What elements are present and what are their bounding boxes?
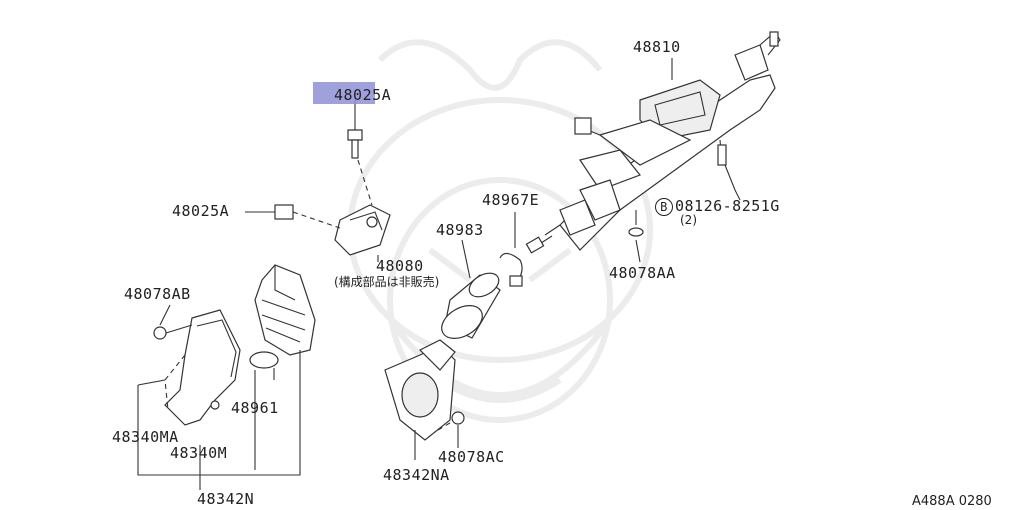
label-48078aa[interactable]: 48078AA	[609, 264, 676, 282]
label-48078ab[interactable]: 48078AB	[124, 285, 191, 303]
label-48080[interactable]: 48080	[376, 257, 424, 275]
boot-48983	[441, 212, 523, 339]
leader-lines	[137, 58, 673, 490]
label-08126-text: 08126-8251G	[675, 197, 780, 215]
highlight-48025a	[313, 82, 375, 104]
label-48025a-left[interactable]: 48025A	[172, 202, 230, 220]
hole-cover	[153, 309, 241, 426]
label-48342n[interactable]: 48342N	[197, 490, 255, 508]
label-48340ma[interactable]: 48340MA	[112, 428, 179, 446]
label-48025a-top[interactable]: 48025A	[334, 86, 392, 104]
label-48961[interactable]: 48961	[231, 399, 279, 417]
watermark-emblem	[347, 39, 653, 423]
label-48983[interactable]: 48983	[436, 221, 484, 239]
dash-seal	[384, 339, 465, 460]
circled-b-marker: B	[655, 198, 673, 216]
label-08126-qty: (2)	[680, 213, 697, 227]
universal-joint	[245, 100, 391, 256]
label-48967e[interactable]: 48967E	[482, 191, 540, 209]
label-48078ac[interactable]: 48078AC	[438, 448, 505, 466]
label-48080-note: (構成部品は非販売)	[334, 275, 440, 289]
steering-column	[525, 31, 781, 263]
diagram-code: A488A 0280	[912, 494, 992, 509]
label-48342na[interactable]: 48342NA	[383, 466, 450, 484]
label-48340m[interactable]: 48340M	[170, 444, 228, 462]
bellows-cover	[249, 264, 316, 410]
label-48810[interactable]: 48810	[633, 38, 681, 56]
